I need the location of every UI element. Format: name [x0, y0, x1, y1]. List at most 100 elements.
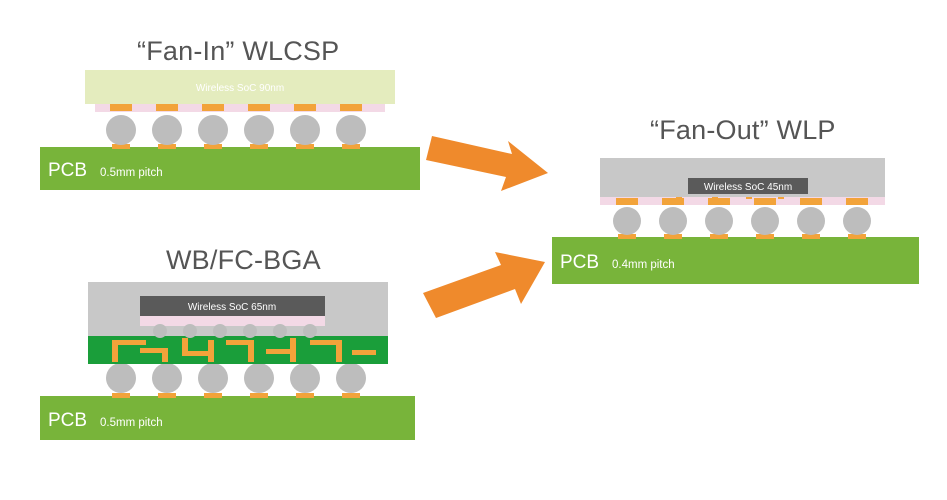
via-trace	[140, 348, 168, 353]
wb-fc-die	[140, 296, 325, 316]
solder-ball	[336, 363, 366, 393]
via-trace	[336, 340, 342, 362]
pcb-pad	[158, 393, 176, 398]
fan-in-die	[85, 70, 395, 104]
via-trace	[182, 351, 212, 356]
pcb-pad	[296, 144, 314, 149]
solder-ball	[336, 115, 366, 145]
solder-ball	[843, 207, 871, 235]
via-trace	[290, 338, 296, 362]
solder-ball	[152, 363, 182, 393]
fan-out-pcb	[552, 237, 919, 284]
solder-ball	[244, 115, 274, 145]
via-trace	[226, 340, 254, 345]
fan-out-die	[688, 178, 808, 194]
die-pad	[294, 103, 316, 111]
fan-in-die-pads	[110, 103, 362, 111]
arrow-wb-fc-to-fan-out	[423, 252, 545, 318]
flip-chip-bump	[153, 324, 167, 338]
pcb-pad	[664, 234, 682, 239]
wb-fc-title: WB/FC-BGA	[166, 245, 321, 275]
pcb-pad	[618, 234, 636, 239]
die-pad	[202, 103, 224, 111]
arrow-fan-in-to-fan-out	[426, 136, 548, 191]
solder-ball	[290, 363, 320, 393]
fan-in-redistribution-layer	[95, 104, 385, 112]
pcb-pad	[802, 234, 820, 239]
flip-chip-bump	[273, 324, 287, 338]
die-pad	[248, 103, 270, 111]
via-trace	[162, 348, 168, 362]
fan-in-pcb-pads	[112, 144, 360, 149]
pcb-pad	[342, 393, 360, 398]
via-trace	[352, 350, 376, 355]
fan-out-chip-label: Wireless SoC 45nm	[704, 182, 792, 193]
pcb-pad	[250, 393, 268, 398]
rdl-pad	[800, 198, 822, 205]
via-trace	[112, 340, 118, 362]
pcb-pad	[296, 393, 314, 398]
fan-out-package: PCB 0.4mm pitch	[552, 158, 919, 284]
pcb-pad	[848, 234, 866, 239]
wb-fc-bumps	[153, 324, 317, 338]
solder-ball	[198, 115, 228, 145]
die-pad	[110, 103, 132, 111]
solder-ball	[705, 207, 733, 235]
fan-in-chip-label: Wireless SoC 90nm	[196, 83, 284, 94]
fan-out-pitch-label: 0.4mm pitch	[612, 259, 675, 271]
pcb-pad	[158, 144, 176, 149]
wb-fc-pcb-label: PCB	[48, 410, 87, 431]
flip-chip-bump	[213, 324, 227, 338]
fan-in-pitch-label: 0.5mm pitch	[100, 167, 163, 179]
via-trace	[310, 340, 342, 345]
fan-out-pcb-pads	[618, 234, 866, 239]
fan-in-pcb-label: PCB	[48, 160, 87, 181]
solder-ball	[797, 207, 825, 235]
fan-out-redistribution-layer	[600, 197, 885, 205]
pcb-pad	[710, 234, 728, 239]
fan-out-title: “Fan-Out” WLP	[650, 115, 836, 145]
solder-ball	[751, 207, 779, 235]
flip-chip-bump	[183, 324, 197, 338]
solder-ball	[244, 363, 274, 393]
rdl-pad	[616, 198, 638, 205]
via-trace	[266, 349, 296, 354]
wb-fc-pcb	[40, 396, 415, 440]
pcb-pad	[112, 393, 130, 398]
fan-out-pcb-label: PCB	[560, 252, 599, 273]
wb-fc-substrate-traces	[112, 338, 376, 362]
via-trace	[182, 338, 188, 356]
pcb-pad	[756, 234, 774, 239]
pcb-pad	[204, 144, 222, 149]
fan-in-package: PCB 0.5mm pitch	[40, 70, 420, 190]
solder-ball	[106, 363, 136, 393]
rdl-pad	[708, 198, 730, 205]
flip-chip-bump	[303, 324, 317, 338]
rdl-pad	[754, 198, 776, 205]
rdl-pad	[846, 198, 868, 205]
solder-ball	[290, 115, 320, 145]
flip-chip-bump	[243, 324, 257, 338]
pcb-pad	[204, 393, 222, 398]
fan-in-title: “Fan-In” WLCSP	[137, 36, 340, 66]
fan-out-solder-balls	[613, 207, 871, 235]
pcb-pad	[342, 144, 360, 149]
via-trace	[112, 340, 146, 345]
die-pad	[156, 103, 178, 111]
solder-ball	[106, 115, 136, 145]
pcb-pad	[112, 144, 130, 149]
wb-fc-pitch-label: 0.5mm pitch	[100, 417, 163, 429]
wb-fc-chip-label: Wireless SoC 65nm	[188, 302, 276, 313]
via-trace	[208, 340, 214, 362]
wb-fc-pcb-pads	[112, 393, 360, 398]
solder-ball	[198, 363, 228, 393]
via-trace	[248, 340, 254, 362]
wb-fc-solder-balls	[106, 363, 366, 393]
fan-in-pcb	[40, 147, 420, 190]
pcb-pad	[250, 144, 268, 149]
wb-fc-package: PCB 0.5mm pitch	[40, 282, 415, 440]
solder-ball	[613, 207, 641, 235]
die-pad	[340, 103, 362, 111]
